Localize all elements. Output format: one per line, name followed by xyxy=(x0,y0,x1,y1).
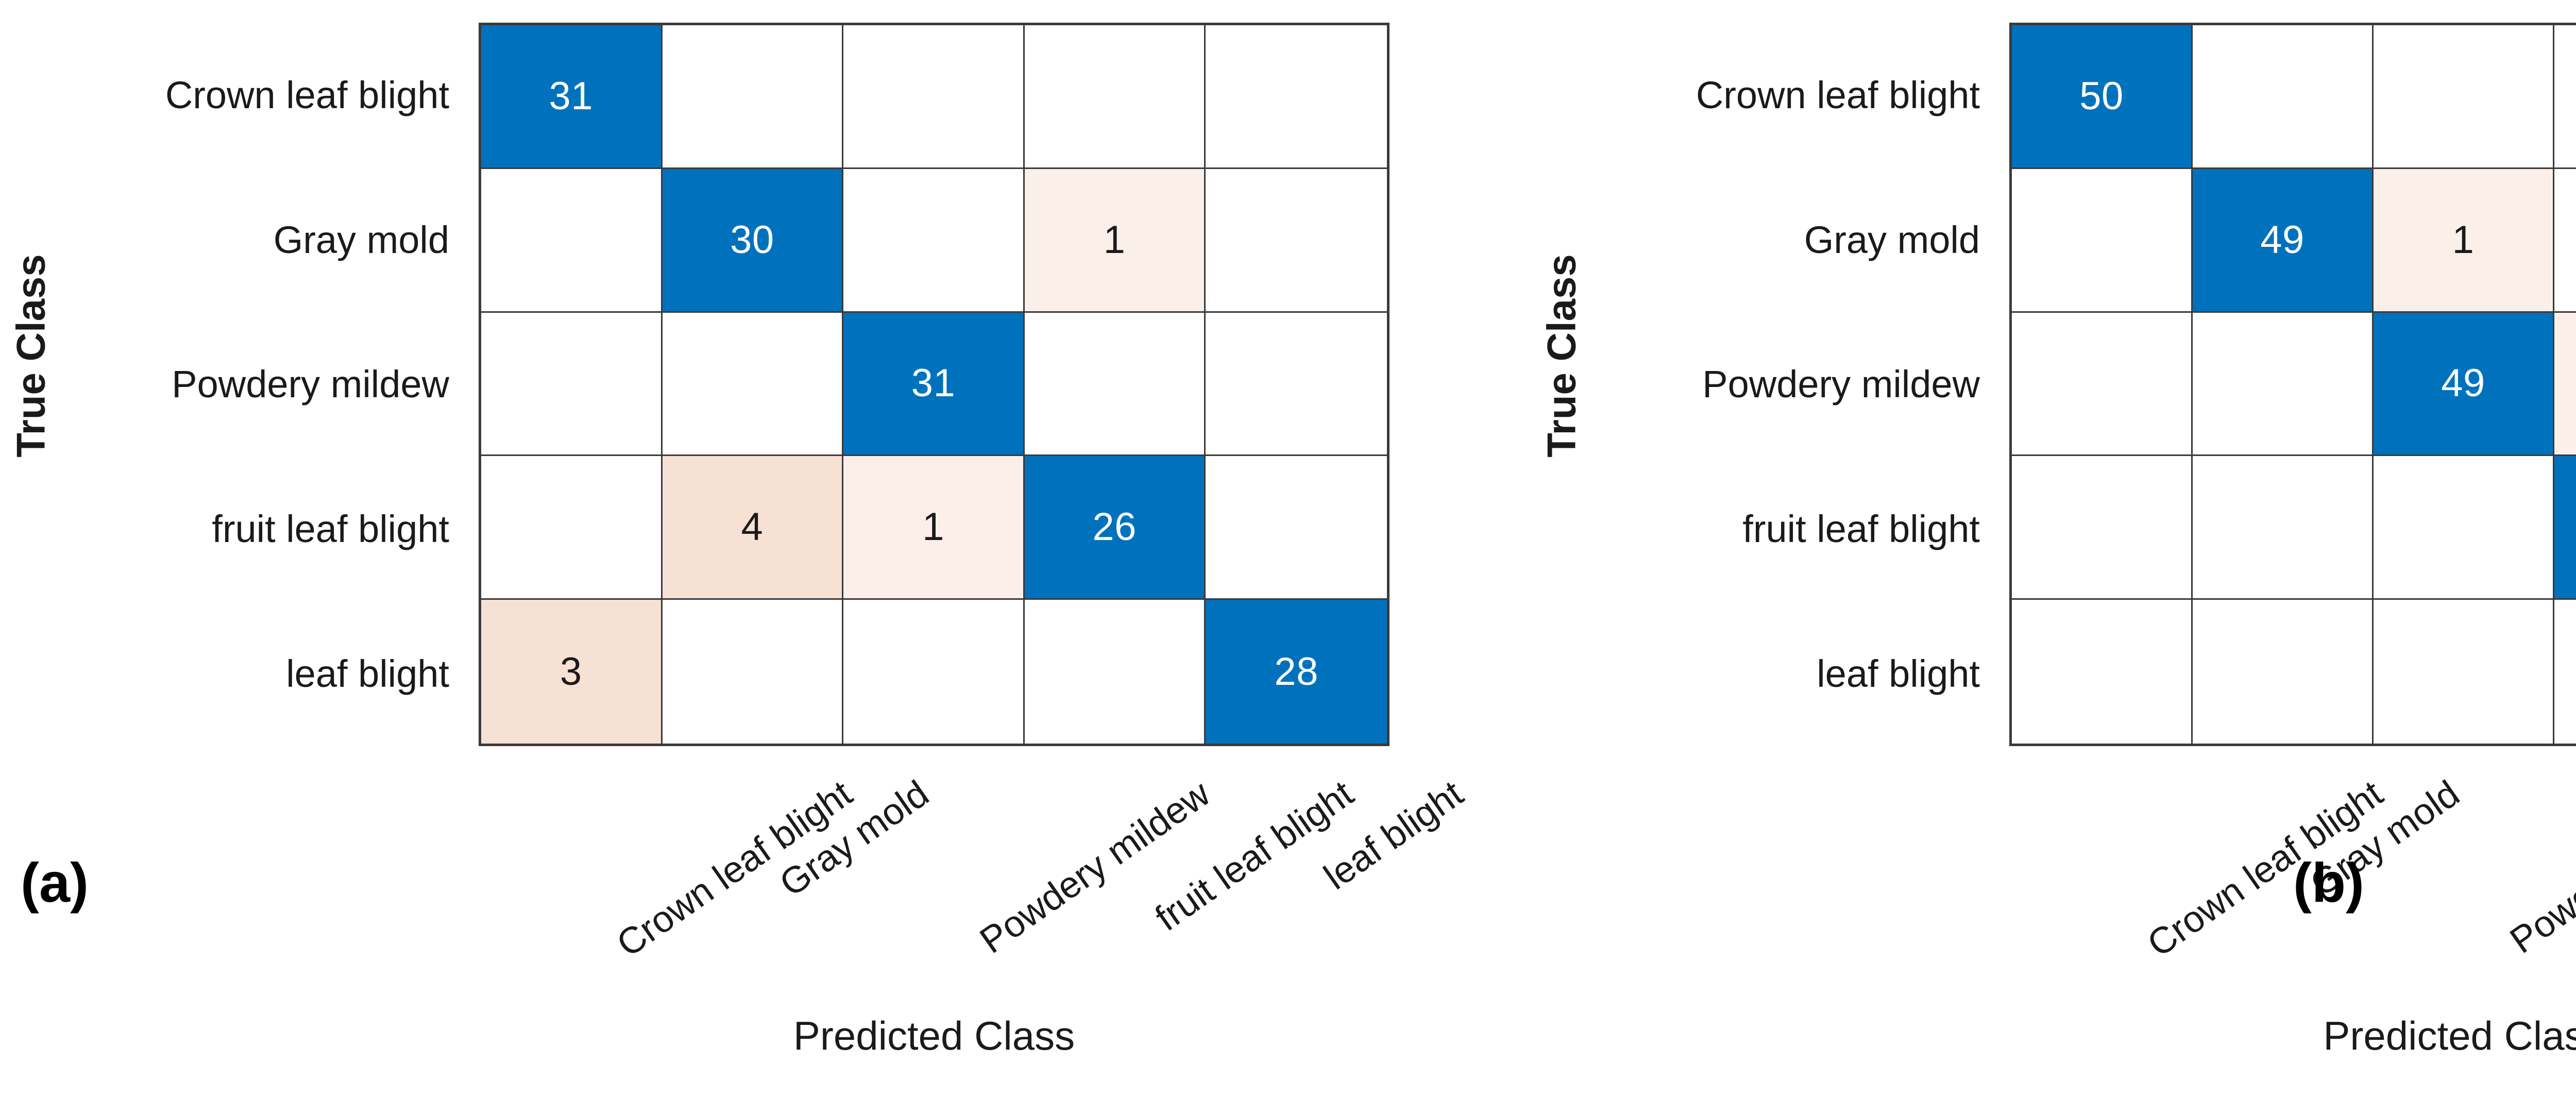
cell-value: 4 xyxy=(741,505,764,549)
cell-value: 31 xyxy=(549,74,594,118)
matrix-cell xyxy=(1206,456,1387,600)
confusion-matrix-grid-b: 504914915050 xyxy=(2009,23,2576,746)
matrix-cell xyxy=(2012,168,2193,313)
matrix-cell xyxy=(2374,25,2554,169)
y-axis-title-b: True Class xyxy=(1538,254,1584,458)
cell-value: 49 xyxy=(2260,217,2304,262)
matrix-cell: 4 xyxy=(662,456,844,600)
matrix-cell xyxy=(843,25,1025,169)
matrix-cell: 3 xyxy=(481,600,663,744)
matrix-cell xyxy=(2012,600,2193,744)
row-label: Crown leaf blight xyxy=(165,73,449,116)
row-label: Gray mold xyxy=(273,218,449,261)
matrix-cell xyxy=(1024,600,1206,744)
matrix-cell xyxy=(843,168,1025,313)
cell-value: 1 xyxy=(2452,217,2475,262)
matrix-cell: 50 xyxy=(2012,25,2193,169)
matrix-cell xyxy=(2193,25,2374,169)
matrix-cell xyxy=(481,312,663,457)
matrix-cell xyxy=(2012,456,2193,600)
x-tick-label: Powdery mildew xyxy=(972,772,1218,962)
matrix-cell xyxy=(2554,25,2576,169)
matrix-cell xyxy=(843,600,1025,744)
matrix-cell xyxy=(2193,312,2374,457)
row-label: fruit leaf blight xyxy=(212,508,449,551)
matrix-cell xyxy=(1206,312,1387,457)
row-label: leaf blight xyxy=(286,652,449,696)
matrix-cell: 1 xyxy=(1024,168,1206,313)
matrix-cell xyxy=(1206,25,1387,169)
matrix-cell xyxy=(2374,600,2554,744)
panel-letter-a: (a) xyxy=(21,851,89,914)
cell-value: 50 xyxy=(2079,74,2124,118)
confusion-matrix-grid-a: 31 30 1 31 4 1 26 3 28 xyxy=(479,23,1389,746)
matrix-cell: 1 xyxy=(2374,168,2554,313)
matrix-cell: 26 xyxy=(1024,456,1206,600)
matrix-cell xyxy=(1024,25,1206,169)
x-axis-title-b: Predicted Class xyxy=(2323,1013,2576,1058)
row-label: leaf blight xyxy=(1817,652,1980,696)
cell-value: 3 xyxy=(560,649,582,694)
matrix-cell xyxy=(662,312,844,457)
row-label: Gray mold xyxy=(1804,218,1980,261)
row-label: Powdery mildew xyxy=(172,363,449,406)
cell-value: 26 xyxy=(1092,505,1137,549)
row-label: Crown leaf blight xyxy=(1696,73,1980,116)
matrix-cell xyxy=(481,168,663,313)
matrix-cell xyxy=(2193,456,2374,600)
matrix-cell xyxy=(2554,168,2576,313)
cell-value: 31 xyxy=(911,361,956,406)
cell-value: 28 xyxy=(1274,649,1318,694)
x-tick-label: Powdery mildew xyxy=(2502,773,2576,962)
matrix-cell: 50 xyxy=(2554,456,2576,600)
matrix-cell: 1 xyxy=(2554,312,2576,457)
matrix-cell: 31 xyxy=(843,312,1025,457)
cell-value: 30 xyxy=(730,217,774,262)
matrix-cell xyxy=(662,25,844,169)
cell-value: 49 xyxy=(2441,361,2485,406)
matrix-cell: 49 xyxy=(2193,168,2374,313)
panel-letter-b: (b) xyxy=(2293,851,2364,914)
x-axis-title-a: Predicted Class xyxy=(793,1013,1075,1058)
row-label: fruit leaf blight xyxy=(1742,508,1980,551)
matrix-cell xyxy=(2374,456,2554,600)
matrix-cell: 30 xyxy=(662,168,844,313)
matrix-cell xyxy=(1024,312,1206,457)
matrix-cell: 31 xyxy=(481,25,663,169)
matrix-cell xyxy=(662,600,844,744)
matrix-cell xyxy=(2012,312,2193,457)
matrix-cell xyxy=(481,456,663,600)
matrix-cell xyxy=(2193,600,2374,744)
row-label: Powdery mildew xyxy=(1702,363,1980,406)
y-axis-title-a: True Class xyxy=(8,254,54,458)
cell-value: 1 xyxy=(1103,217,1126,262)
matrix-cell: 28 xyxy=(1206,600,1387,744)
cell-value: 1 xyxy=(922,505,944,549)
matrix-cell xyxy=(2554,600,2576,744)
matrix-cell xyxy=(1206,168,1387,313)
matrix-cell: 49 xyxy=(2374,312,2554,457)
matrix-cell: 1 xyxy=(843,456,1025,600)
